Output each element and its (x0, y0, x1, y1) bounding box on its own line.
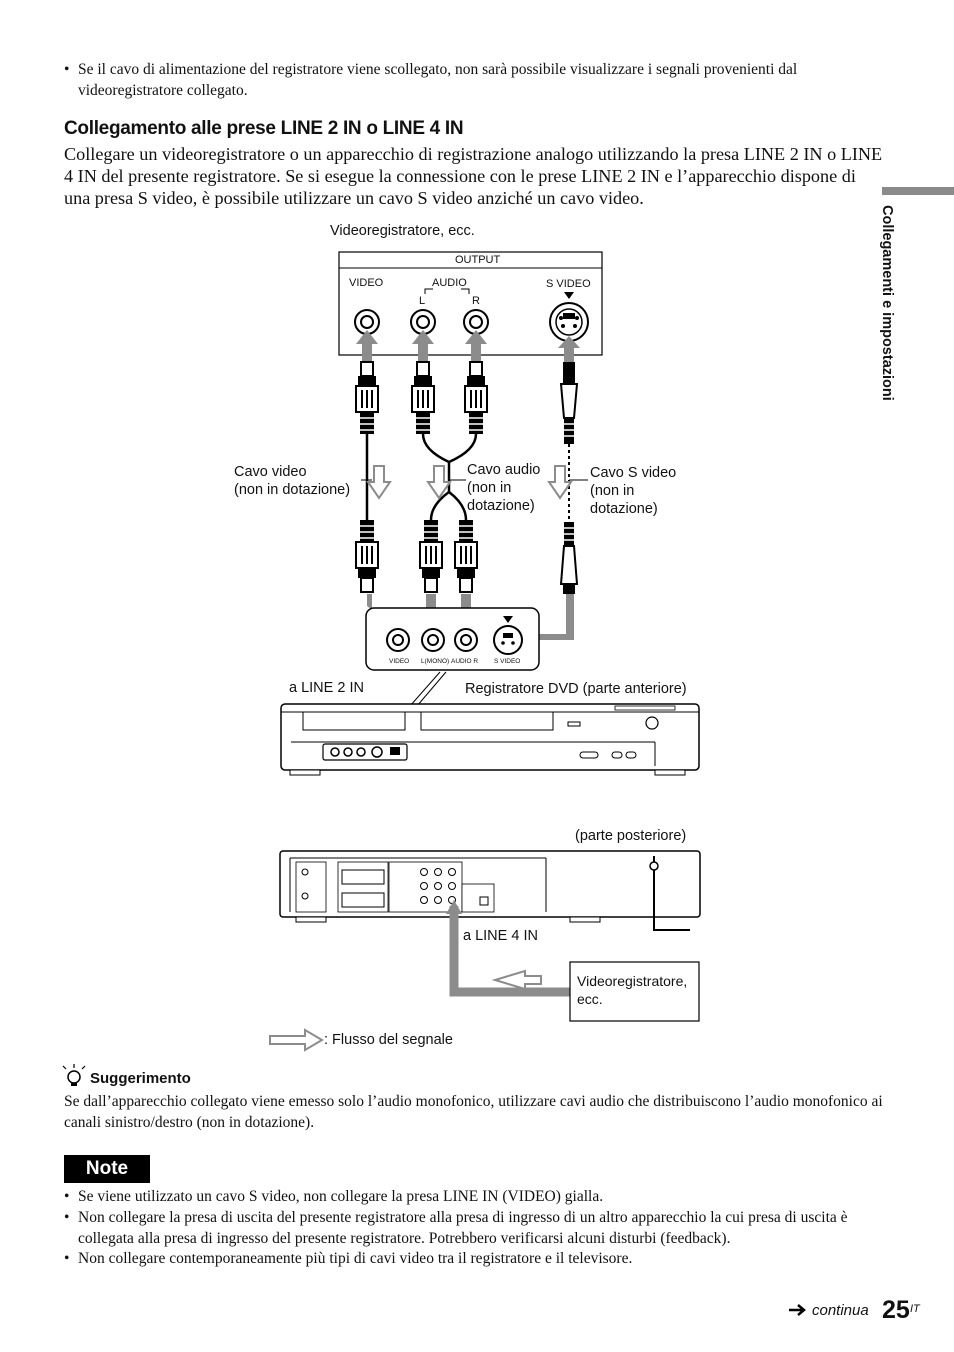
note-item-text: Non collegare contemporaneamente più tip… (78, 1250, 633, 1267)
signal-flow-arrow (269, 1028, 324, 1052)
side-tab-bar (882, 187, 954, 195)
note-item: • Se viene utilizzato un cavo S video, n… (64, 1187, 874, 1208)
cable-svideo-line1: Cavo S video (590, 465, 677, 481)
cable-audio-line1: Cavo audio (467, 462, 541, 478)
top-note: • Se il cavo di alimentazione del regist… (64, 60, 874, 101)
front-audio-r-label: AUDIO R (451, 658, 479, 665)
cable-audio-line3: dotazione) (467, 498, 535, 514)
section-title: Collegamento alle prese LINE 2 IN o LINE… (64, 118, 464, 139)
front-video-label: VIDEO (389, 658, 410, 665)
output-video-label: VIDEO (349, 277, 384, 289)
output-svideo-label: S VIDEO (546, 278, 591, 290)
signal-flow-label: : Flusso del segnale (324, 1032, 453, 1048)
front-svideo-jack (493, 625, 523, 655)
note-item: • Non collegare contemporaneamente più t… (64, 1249, 874, 1270)
cable-video-label: Cavo video (non in dotazione) (234, 463, 350, 499)
front-jack-panel (365, 607, 540, 671)
cable-svideo-line2: (non in (590, 483, 635, 499)
bullet-marker: • (64, 61, 70, 78)
continua-label: continua (812, 1302, 869, 1319)
vcr-bottom-line2: ecc. (577, 991, 603, 1007)
front-svideo-label: S VIDEO (494, 658, 521, 665)
vcr-top-label: Videoregistratore, ecc. (330, 223, 475, 239)
rear-label: (parte posteriore) (575, 828, 687, 844)
output-title: OUTPUT (455, 254, 501, 266)
output-audio-label: AUDIO (432, 277, 467, 289)
cable-audio-label: Cavo audio (non in dotazione) (467, 461, 540, 515)
page-number: 25 (882, 1296, 910, 1324)
line4-label: a LINE 4 IN (463, 928, 538, 944)
bullet-marker: • (64, 1209, 70, 1226)
top-note-text: Se il cavo di alimentazione del registra… (78, 61, 798, 99)
note-item: • Non collegare la presa di uscita del p… (64, 1208, 874, 1249)
cable-video-line2: (non in dotazione) (234, 482, 351, 498)
intro-paragraph: Collegare un videoregistratore o un appa… (64, 144, 883, 208)
arrow-right-icon (789, 1304, 806, 1316)
output-r-label: R (472, 295, 480, 307)
cable-audio-line2: (non in (467, 480, 512, 496)
output-l-label: L (419, 295, 426, 307)
cable-svideo-label: Cavo S video (non in dotazione) (590, 464, 676, 518)
vcr-bottom-label: Videoregistratore, ecc. (577, 972, 687, 1008)
tip-body: Se dall’apparecchio collegato viene emes… (64, 1093, 883, 1131)
vcr-bottom-box (569, 961, 700, 1022)
note-badge: Note (64, 1155, 150, 1183)
cable-svideo-line3: dotazione) (590, 501, 658, 517)
note-item-text: Se viene utilizzato un cavo S video, non… (78, 1188, 604, 1205)
cable-video-line1: Cavo video (234, 464, 307, 480)
note-item-text: Non collegare la presa di uscita del pre… (78, 1209, 848, 1247)
bullet-marker: • (64, 1188, 70, 1205)
line2-label: a LINE 2 IN (289, 680, 364, 696)
tip-title: Suggerimento (90, 1070, 191, 1087)
lightbulb-icon (62, 1064, 86, 1086)
recorder-front-label: Registratore DVD (parte anteriore) (465, 681, 687, 697)
vcr-bottom-line1: Videoregistratore, (577, 973, 688, 989)
front-lmono-label: L(MONO) (421, 658, 450, 665)
bullet-marker: • (64, 1250, 70, 1267)
page-lang: IT (910, 1303, 920, 1315)
